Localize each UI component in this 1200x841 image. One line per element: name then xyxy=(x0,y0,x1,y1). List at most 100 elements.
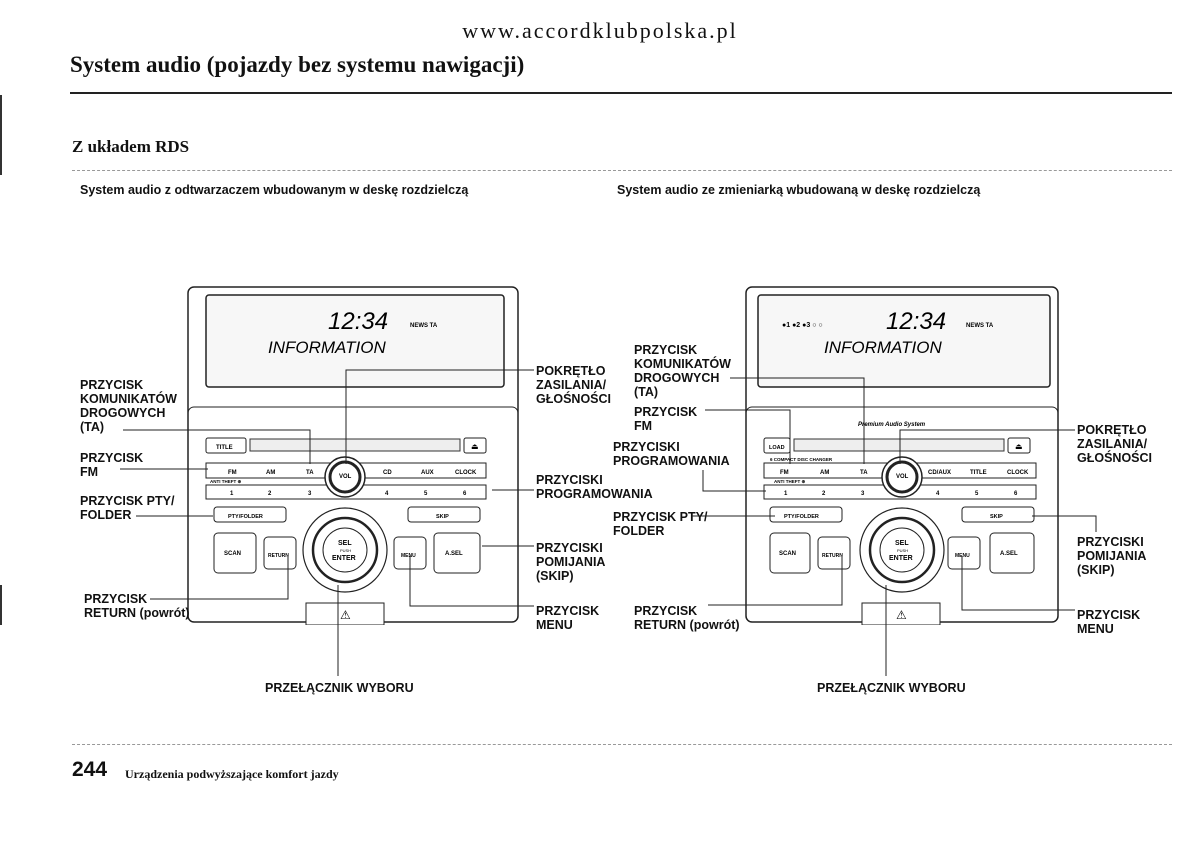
hazard-button xyxy=(861,602,941,625)
label-preset-buttons: PRZYCISKI PROGRAMOWANIA xyxy=(536,473,653,501)
label-ta-button: PRZYCISK KOMUNIKATÓW DROGOWYCH (TA) xyxy=(634,343,731,399)
section-subtitle: Z układem RDS xyxy=(72,137,190,156)
skip-button xyxy=(961,506,1035,523)
enter-label: ENTER xyxy=(889,555,913,562)
label-power-volume: POKRĘTŁO ZASILANIA/ GŁOŚNOŚCI xyxy=(536,364,612,406)
page-title: System audio (pojazdy bez systemu nawiga… xyxy=(70,52,525,77)
clock-label: CLOCK xyxy=(1007,470,1029,476)
preset-1: 1 xyxy=(230,491,234,497)
changer-label: 6 COMPACT DISC CHANGER xyxy=(770,457,833,462)
return-label: RETURN xyxy=(268,553,289,559)
cd-aux-label: CD/AUX xyxy=(928,470,951,476)
footer-section: Urządzenia podwyższające komfort jazdy xyxy=(125,767,339,781)
display-screen xyxy=(757,294,1051,388)
asel-button xyxy=(433,532,481,574)
preset-6: 6 xyxy=(1014,491,1018,497)
label-pty-button: PRZYCISK PTY/ FOLDER xyxy=(613,510,708,538)
ta-label: TA xyxy=(860,470,868,476)
menu-label: MENU xyxy=(955,553,970,559)
push-label: PUSH xyxy=(340,548,351,553)
cd-slot xyxy=(249,438,461,452)
scan-label: SCAN xyxy=(224,551,241,557)
skip-label: SKIP xyxy=(990,514,1003,520)
pty-label: PTY/FOLDER xyxy=(784,514,819,520)
load-label: LOAD xyxy=(769,445,785,451)
margin-bar xyxy=(0,95,2,175)
label-ta-button: PRZYCISK KOMUNIKATÓW DROGOWYCH (TA) xyxy=(80,378,177,434)
scan-button xyxy=(213,532,257,574)
display-indicator: NEWS TA xyxy=(966,323,994,329)
disc-indicators: ●1 ●2 ●3 ○ ○ xyxy=(782,322,823,329)
ta-label: TA xyxy=(306,470,314,476)
menu-label: MENU xyxy=(401,553,416,559)
vol-label: VOL xyxy=(896,474,909,480)
preset-2: 2 xyxy=(268,491,272,497)
am-label: AM xyxy=(820,470,829,476)
asel-button xyxy=(989,532,1035,574)
fm-label: FM xyxy=(228,470,237,476)
divider xyxy=(72,744,1172,745)
preset-5: 5 xyxy=(975,491,979,497)
hazard-icon: ⚠ xyxy=(340,608,351,622)
label-menu-button: PRZYCISK MENU xyxy=(1077,608,1141,636)
right-caption: System audio ze zmieniarką wbudowaną w d… xyxy=(617,183,981,197)
sel-label: SEL xyxy=(895,540,909,547)
label-selector: PRZEŁĄCZNIK WYBORU xyxy=(817,681,966,695)
cd-label: CD xyxy=(383,470,392,476)
display-time: 12:34 xyxy=(886,308,946,335)
label-preset-buttons: PRZYCISKI PROGRAMOWANIA xyxy=(613,440,730,468)
skip-button xyxy=(407,506,481,523)
display-text: INFORMATION xyxy=(268,338,386,357)
anti-theft-label: ANTI THEFT ⊕ xyxy=(774,479,805,484)
scan-button xyxy=(769,532,811,574)
display-text: INFORMATION xyxy=(824,338,942,357)
label-menu-button: PRZYCISK MENU xyxy=(536,604,600,632)
anti-theft-label: ANTI THEFT ⊕ xyxy=(210,479,241,484)
return-label: RETURN xyxy=(822,553,843,559)
menu-button xyxy=(947,536,981,570)
display-time: 12:34 xyxy=(328,308,388,335)
clock-label: CLOCK xyxy=(455,470,477,476)
site-url: www.accordklubpolska.pl xyxy=(462,18,738,43)
sel-label: SEL xyxy=(338,540,352,547)
preset-3: 3 xyxy=(861,491,865,497)
enter-label: ENTER xyxy=(332,555,356,562)
label-return-button: PRZYCISK RETURN (powrót) xyxy=(634,604,740,632)
preset-4: 4 xyxy=(385,491,389,497)
preset-2: 2 xyxy=(822,491,826,497)
eject-button xyxy=(463,437,487,454)
pty-label: PTY/FOLDER xyxy=(228,514,263,520)
preset-6: 6 xyxy=(463,491,467,497)
fm-label: FM xyxy=(780,470,789,476)
left-caption: System audio z odtwarzaczem wbudowanym w… xyxy=(80,183,469,197)
scan-label: SCAN xyxy=(779,551,796,557)
skip-label: SKIP xyxy=(436,514,449,520)
label-skip-buttons: PRZYCISKI POMIJANIA (SKIP) xyxy=(536,541,606,583)
label-selector: PRZEŁĄCZNIK WYBORU xyxy=(265,681,414,695)
divider xyxy=(72,170,1172,171)
title-label: TITLE xyxy=(216,445,233,451)
page-number: 244 xyxy=(72,758,108,781)
title-label: TITLE xyxy=(970,470,987,476)
asel-label: A.SEL xyxy=(1000,551,1018,557)
asel-label: A.SEL xyxy=(445,551,463,557)
hazard-icon: ⚠ xyxy=(896,608,907,622)
aux-label: AUX xyxy=(421,470,434,476)
svg-text:⏏: ⏏ xyxy=(1015,442,1023,451)
label-fm-button: PRZYCISK FM xyxy=(634,405,698,433)
preset-3: 3 xyxy=(308,491,312,497)
display-indicator: NEWS TA xyxy=(410,323,438,329)
svg-text:⏏: ⏏ xyxy=(471,442,479,451)
right-audio-unit: ●1 ●2 ●3 ○ ○ 12:34 NEWS TA INFORMATION P… xyxy=(745,286,1059,625)
preset-1: 1 xyxy=(784,491,788,497)
label-return-button: PRZYCISK RETURN (powrót) xyxy=(84,592,190,620)
eject-button xyxy=(1007,437,1031,454)
display-screen xyxy=(205,294,505,388)
cd-slot xyxy=(793,438,1005,452)
title-button xyxy=(205,437,247,454)
am-label: AM xyxy=(266,470,275,476)
label-skip-buttons: PRZYCISKI POMIJANIA (SKIP) xyxy=(1077,535,1147,577)
pty-folder-button xyxy=(769,506,843,523)
